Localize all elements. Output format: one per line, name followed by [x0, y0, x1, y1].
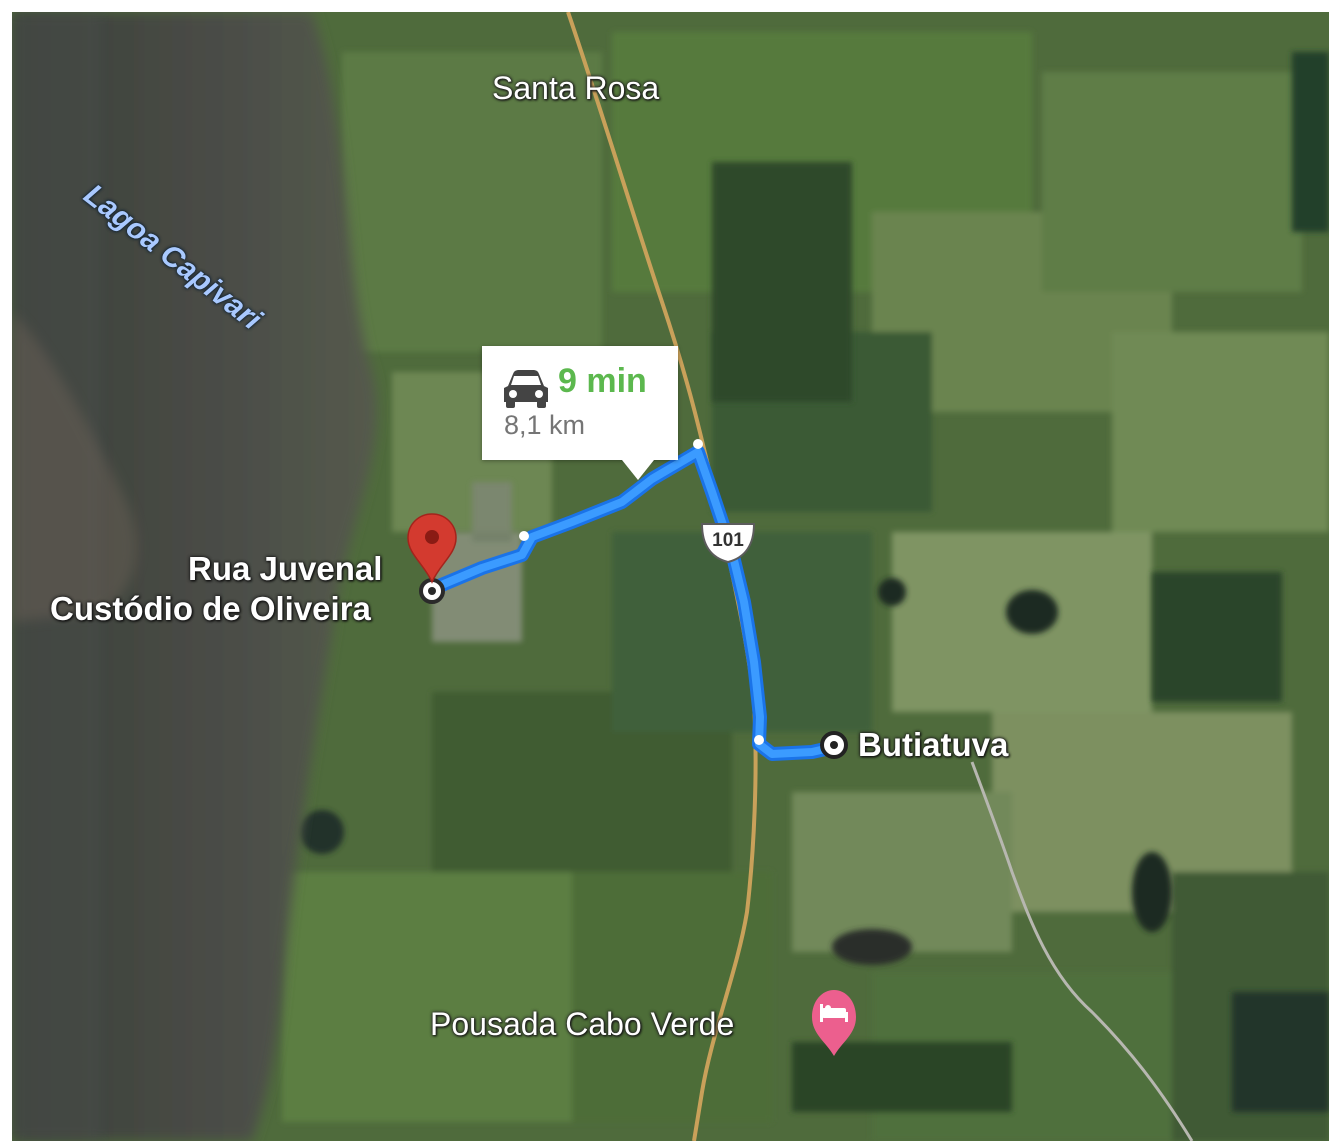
- route-waypoint: [693, 439, 703, 449]
- route-distance: 8,1 km: [504, 410, 586, 440]
- highway-shield-icon: 101: [698, 522, 758, 564]
- callout-tail: [622, 460, 654, 480]
- lodging-label: Pousada Cabo Verde: [430, 1006, 735, 1042]
- local-road: [970, 761, 1194, 1141]
- route-duration: 9 min: [558, 362, 647, 400]
- hotel-bed-icon[interactable]: [812, 990, 856, 1056]
- lagoon-shore: [12, 312, 137, 622]
- route-waypoint: [754, 735, 764, 745]
- origin-label-line2: Custódio de Oliveira: [50, 590, 371, 627]
- lagoon-water: [12, 12, 377, 1141]
- red-pin-icon[interactable]: [407, 513, 457, 584]
- car-icon: [504, 370, 548, 408]
- origin-label-line1: Rua Juvenal: [188, 550, 383, 587]
- route-waypoint: [519, 531, 529, 541]
- map-view[interactable]: Santa Rosa Lagoa Capivari Rua Juvenal Cu…: [12, 12, 1329, 1141]
- destination-label: Butiatuva: [858, 726, 1009, 763]
- forest-patches: [300, 52, 1329, 1112]
- route-info-callout[interactable]: 9 min 8,1 km: [482, 346, 678, 480]
- route-line-core: [428, 448, 838, 758]
- satellite-map[interactable]: [12, 12, 1329, 1141]
- origin-dot-center: [428, 587, 436, 595]
- highway-number: 101: [712, 530, 744, 551]
- destination-dot-center: [830, 741, 838, 749]
- place-label-santa-rosa: Santa Rosa: [492, 70, 660, 106]
